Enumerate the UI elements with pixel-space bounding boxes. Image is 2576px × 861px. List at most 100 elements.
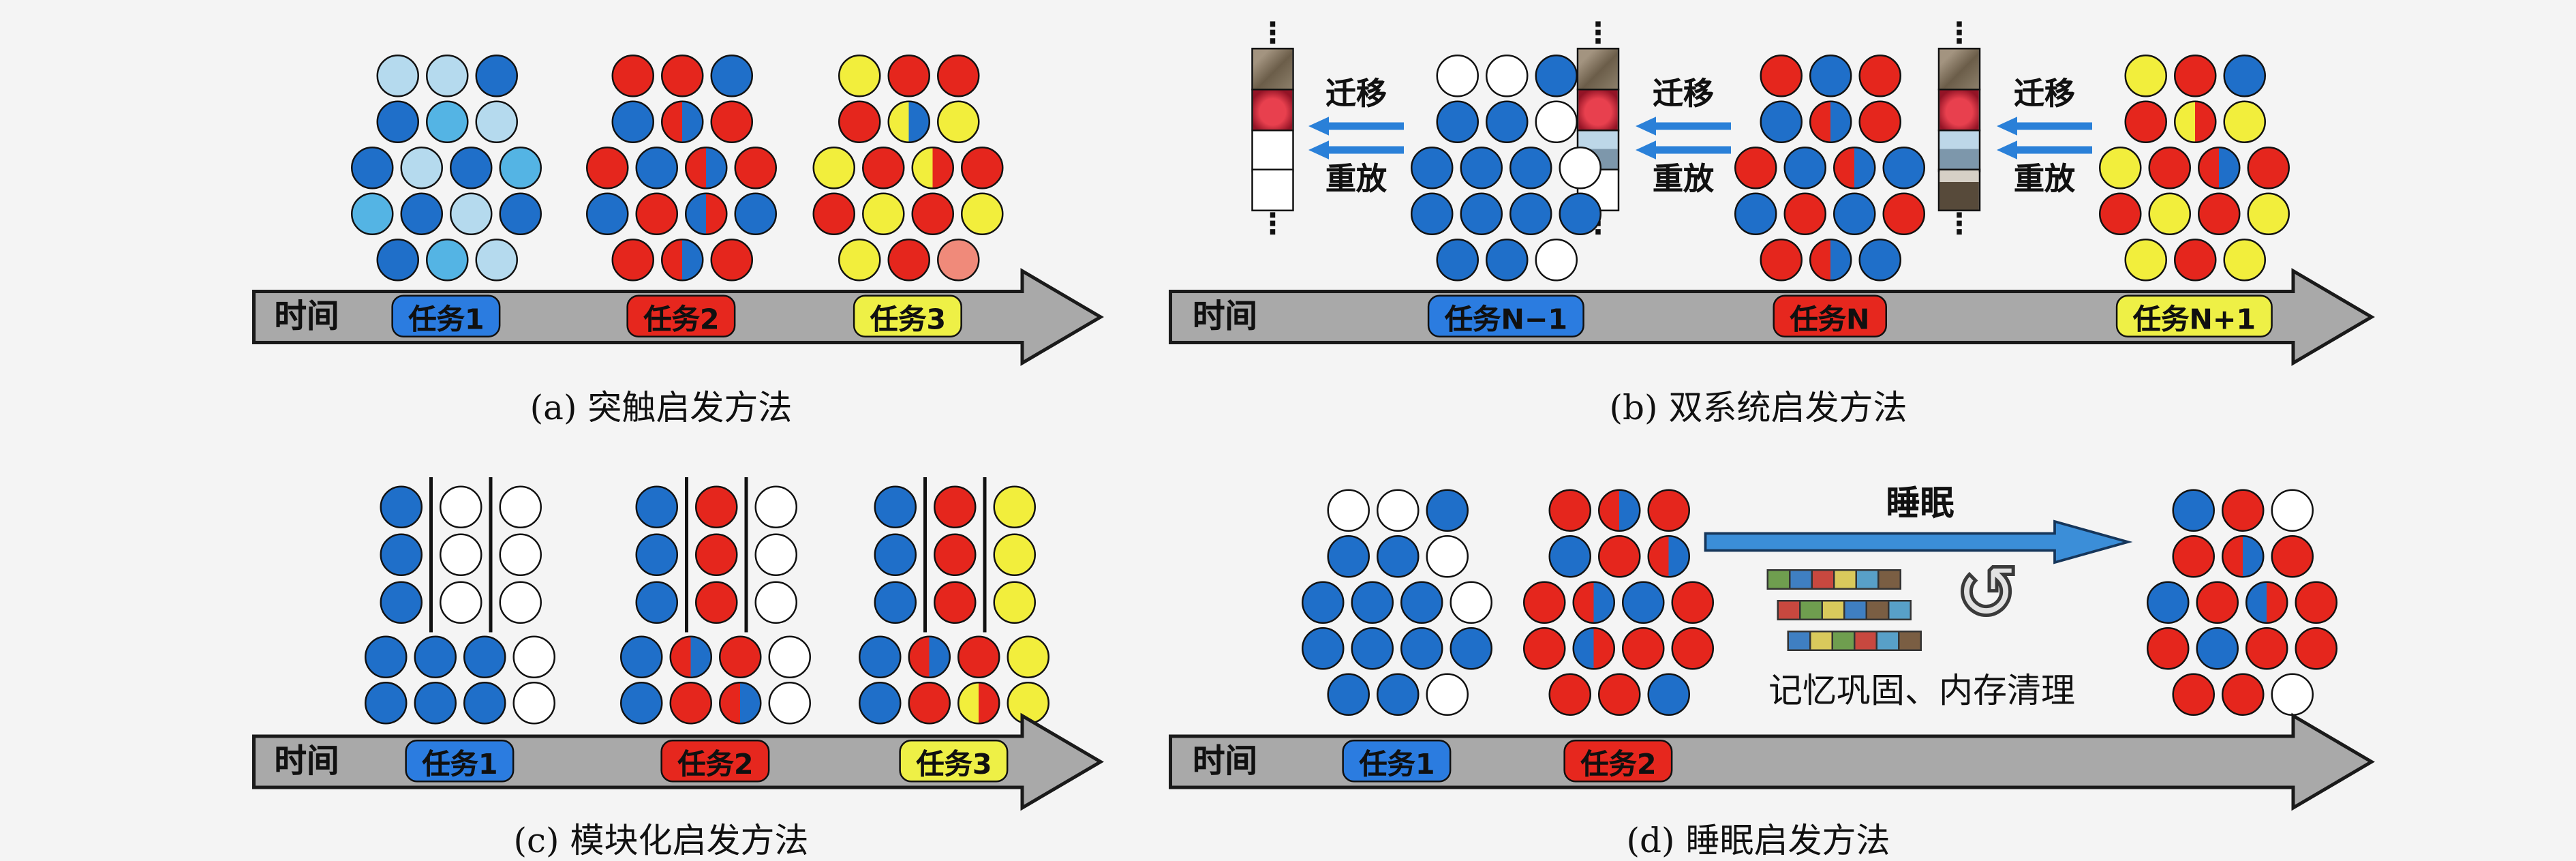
- time-label: 时间: [274, 298, 339, 336]
- transfer-replay-group: 迁移 重放: [1629, 78, 1738, 198]
- task-badge: 任务2: [626, 294, 737, 337]
- neuron-circle: [474, 239, 517, 282]
- memory-cell-flower: [1576, 89, 1620, 132]
- module-column: [754, 485, 797, 624]
- neuron-circle: [425, 239, 468, 282]
- neuron-circle: [2099, 192, 2142, 235]
- neuron-circle: [754, 485, 797, 528]
- neuron-circle: [961, 147, 1004, 190]
- memory-cell-empty: [1251, 169, 1294, 212]
- caption-panel-d: (d) 睡眠启发方法: [1626, 819, 1890, 861]
- neuron-split-circle: [2220, 535, 2264, 578]
- photo-thumb: [1843, 600, 1867, 620]
- neuron-row: [1734, 192, 1925, 235]
- memory-cell-empty: [1251, 129, 1294, 172]
- neuron-circle: [887, 239, 930, 282]
- photo-thumb: [1865, 600, 1890, 620]
- neuron-circle: [1882, 147, 1925, 190]
- neuron-circle: [1734, 147, 1777, 190]
- photo-thumb: [1831, 631, 1856, 651]
- photo-strip: [1787, 631, 1922, 651]
- neuron-circle: [992, 485, 1035, 528]
- neuron-circle: [812, 147, 855, 190]
- neuron-circle: [992, 533, 1035, 576]
- sleep-arrow-icon: [1704, 519, 2133, 564]
- neuron-circle: [1858, 55, 1901, 97]
- neuron-circle: [837, 55, 880, 97]
- neuron-circle: [1523, 581, 1566, 624]
- neuron-circle: [936, 239, 979, 282]
- neuron-circle: [709, 100, 752, 143]
- neuron-row: [351, 100, 542, 143]
- neuron-circle: [2270, 489, 2313, 532]
- neuron-circle: [400, 147, 443, 190]
- neuron-circle: [992, 581, 1035, 624]
- neuron-row: [2099, 147, 2290, 190]
- neuron-circle: [2123, 55, 2166, 97]
- neuron-circle: [694, 533, 737, 576]
- neuron-cluster: [1411, 55, 1601, 285]
- neuron-circle: [2196, 581, 2239, 624]
- neuron-row: [586, 100, 777, 143]
- cycle-arrow-icon: ↺: [1954, 550, 2021, 637]
- neuron-circle: [1351, 581, 1394, 624]
- transfer-arrow-icon: [1308, 117, 1404, 136]
- replay-label: 重放: [1325, 162, 1387, 198]
- neuron-circle: [365, 635, 408, 678]
- neuron-circle: [375, 239, 418, 282]
- neuron-circle: [438, 485, 482, 528]
- neuron-row: [812, 147, 1004, 190]
- time-label: 时间: [274, 743, 339, 781]
- neuron-circle: [932, 581, 976, 624]
- sleep-label: 睡眠: [1886, 482, 1954, 524]
- task-badge: 任务1: [391, 294, 502, 337]
- neuron-circle: [1007, 635, 1049, 678]
- neuron-circle: [2222, 100, 2265, 143]
- neuron-row: [1411, 100, 1601, 143]
- neuron-circle: [499, 192, 542, 235]
- neuron-circle: [512, 682, 555, 725]
- module-shared-rows: [859, 635, 1049, 728]
- neuron-circle: [498, 581, 541, 624]
- transfer-label: 迁移: [2014, 76, 2075, 112]
- neuron-circle: [375, 55, 418, 97]
- module-separator-line: [922, 477, 926, 633]
- neuron-circle: [911, 192, 954, 235]
- neuron-circle: [1351, 627, 1394, 670]
- neuron-circle: [719, 635, 762, 678]
- caption-panel-c: (c) 模块化启发方法: [513, 819, 809, 861]
- photo-thumb: [1811, 569, 1835, 590]
- neuron-circle: [1559, 147, 1601, 190]
- neuron-circle: [754, 581, 797, 624]
- task-badge: 任务1: [405, 740, 515, 783]
- neuron-circle: [2147, 627, 2190, 670]
- neuron-circle: [634, 485, 677, 528]
- task-badge: 任务2: [660, 740, 771, 783]
- neuron-circle: [694, 485, 737, 528]
- photo-thumb: [1821, 600, 1845, 620]
- module-network: [620, 477, 811, 728]
- neuron-circle: [932, 485, 976, 528]
- neuron-circle: [1548, 535, 1591, 578]
- neuron-circle: [859, 635, 902, 678]
- neuron-circle: [1460, 192, 1503, 235]
- neuron-circle: [2198, 192, 2241, 235]
- neuron-circle: [2173, 55, 2216, 97]
- neuron-row: [859, 635, 1049, 678]
- neuron-row: [2099, 192, 2290, 235]
- neuron-circle: [1759, 239, 1802, 282]
- neuron-circle: [2171, 673, 2214, 716]
- neuron-circle: [512, 635, 555, 678]
- neuron-row: [1411, 192, 1601, 235]
- neuron-circle: [2220, 673, 2264, 716]
- neuron-circle: [450, 192, 493, 235]
- neuron-circle: [1646, 489, 1689, 532]
- neuron-circle: [2247, 147, 2290, 190]
- memory-cell-dog: [1937, 48, 1981, 91]
- neuron-circle: [1882, 192, 1925, 235]
- neuron-circle: [1411, 192, 1454, 235]
- memory-cell-flower: [1937, 89, 1981, 132]
- neuron-row: [813, 239, 1004, 282]
- neuron-split-circle: [1808, 100, 1852, 143]
